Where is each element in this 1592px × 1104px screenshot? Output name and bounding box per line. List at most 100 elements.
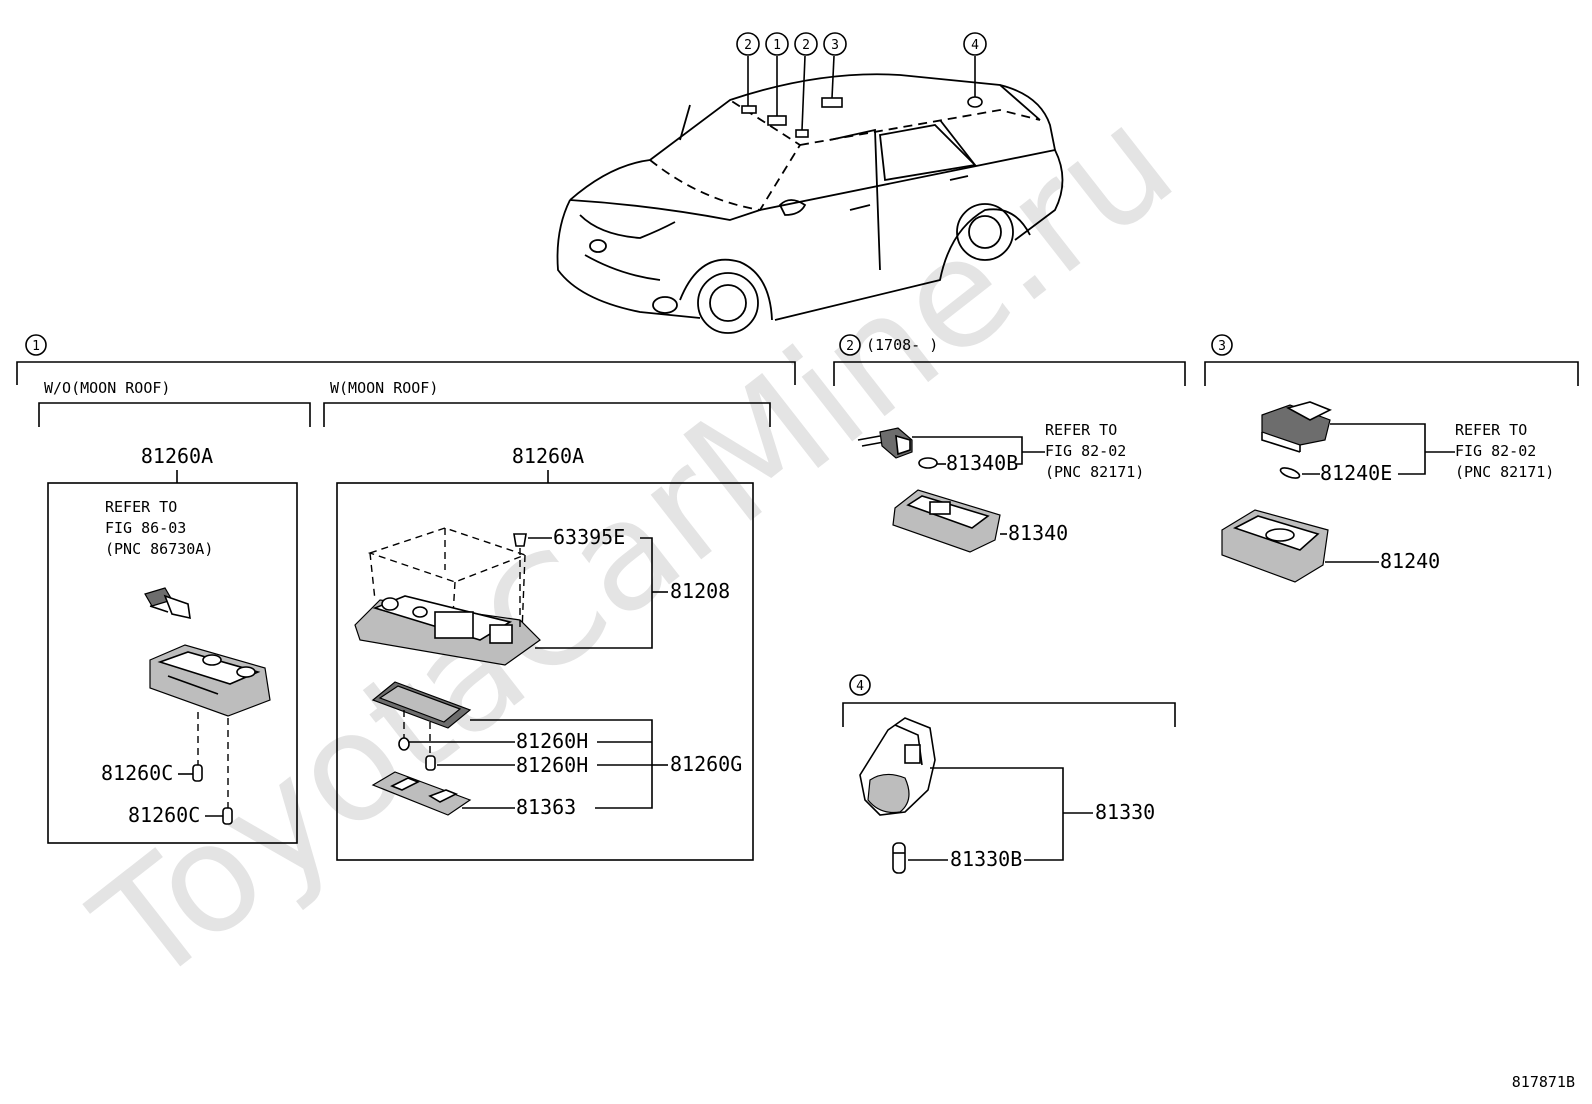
callout-number-4: 4: [971, 38, 979, 53]
car-rear-window: [879, 124, 977, 182]
lamp-position-3: [821, 97, 843, 108]
car-front-arch: [679, 258, 773, 321]
car-mirror: [778, 199, 807, 216]
section-3-refer-line-1: REFER TO: [1455, 421, 1527, 439]
box-a-bulb-1: [192, 764, 203, 782]
box-b-bulb-2: [425, 755, 436, 771]
part-number-81260a-right: 81260A: [512, 444, 584, 468]
section-3: 3 81240E REFER TO FIG 82-02 (PNC 82171) …: [1204, 334, 1579, 583]
section-2-socket-part: [857, 427, 913, 459]
callout-number-1: 1: [773, 38, 781, 53]
part-number-81340b: 81340B: [946, 451, 1018, 475]
section-3-bulb: [1279, 467, 1301, 479]
section-2-refer-line-3: (PNC 82171): [1045, 463, 1144, 481]
bracket-81340b: [912, 436, 1023, 465]
box-b-bulb-1: [398, 737, 410, 751]
car-hood-front: [569, 199, 761, 221]
car-trunk: [999, 84, 1056, 151]
part-number-81260h-1: 81260H: [516, 729, 588, 753]
section-2-refer-line-1: REFER TO: [1045, 421, 1117, 439]
section-2: 2 (1708- ) 81340B REFER TO FIG 82-02 (PN…: [833, 334, 1186, 553]
section-3-socket-part: [1261, 401, 1332, 453]
box-a-refer-line-2: FIG 86-03: [105, 519, 186, 537]
car-c-pillar: [939, 119, 976, 166]
callout-number-2b: 2: [802, 38, 810, 53]
part-number-81260h-2: 81260H: [516, 753, 588, 777]
watermark: ToyotaCarMine.ru: [64, 74, 1205, 1018]
box-b-dashed-sides: [369, 528, 526, 633]
car-roof-dash: [799, 109, 1041, 146]
part-number-81260g: 81260G: [670, 752, 742, 776]
part-number-81363: 81363: [516, 795, 576, 819]
sub-label-wo-moon-roof: W/O(MOON ROOF): [44, 379, 170, 397]
box-a-refer-line-3: (PNC 86730A): [105, 540, 213, 558]
section-4: 4 81330 81330B: [842, 674, 1176, 874]
section-4-marker: [849, 674, 871, 696]
lamp-position-4: [967, 96, 983, 108]
car-b-pillar: [829, 128, 881, 271]
box-b-console-part: [354, 595, 541, 666]
callout-circle-4: [963, 32, 987, 56]
bracket-w-moon-roof: [323, 402, 771, 427]
lamp-position-1: [767, 115, 787, 126]
car-front-wheel: [697, 272, 759, 334]
section-1-marker: [25, 334, 47, 356]
callout-circle-1: [765, 32, 789, 56]
section-3-bracket: [1204, 361, 1579, 386]
section-2-refer-line-2: FIG 82-02: [1045, 442, 1126, 460]
section-4-marker-number: 4: [856, 679, 864, 694]
callout-circle-2b: [794, 32, 818, 56]
section-3-marker: [1211, 334, 1233, 356]
leader-callout-2b: [801, 55, 806, 131]
section-2-bracket: [833, 361, 1186, 386]
callout-number-3: 3: [831, 38, 839, 53]
part-number-81330: 81330: [1095, 800, 1155, 824]
sub-label-w-moon-roof: W(MOON ROOF): [330, 379, 438, 397]
callout-number-2a: 2: [744, 38, 752, 53]
box-a-frame: [47, 482, 298, 844]
car-fog-lamp: [652, 296, 678, 314]
callout-circle-3: [823, 32, 847, 56]
car-grille: [584, 254, 661, 281]
car-headlamp: [579, 214, 676, 239]
part-number-81260a-left: 81260A: [141, 444, 213, 468]
part-number-81330b: 81330B: [950, 847, 1022, 871]
section-3-refer-line-3: (PNC 82171): [1455, 463, 1554, 481]
box-b-frame: [336, 482, 754, 861]
car-front-hub: [709, 284, 747, 322]
box-a-bulb-2: [222, 807, 233, 825]
car-illustration: 2 1 2 3 4: [556, 32, 1064, 334]
section-2-lamp-housing: [892, 489, 1001, 553]
callout-circle-2a: [736, 32, 760, 56]
car-sill: [774, 208, 1031, 321]
section-4-bracket: [842, 702, 1176, 727]
section-4-bulb: [892, 842, 906, 874]
car-rear-wheel: [956, 203, 1014, 261]
section-1: 1 W/O(MOON ROOF) W(MOON ROOF) 81260A REF…: [16, 334, 796, 861]
bracket-81260g: [470, 719, 653, 809]
part-number-81240e: 81240E: [1320, 461, 1392, 485]
car-door-handle-front: [849, 204, 871, 211]
bracket-81208: [535, 537, 653, 649]
box-b-dashed-top: [367, 527, 528, 583]
car-door-handle-rear: [949, 175, 969, 181]
car-roof-line: [649, 73, 1041, 161]
section-2-marker: [839, 334, 861, 356]
part-number-63395e: 63395E: [553, 525, 625, 549]
car-hood-edge: [569, 159, 651, 201]
box-a-connector-part: [144, 587, 191, 620]
car-rear-hub: [968, 215, 1002, 249]
bracket-81330: [930, 767, 1064, 861]
section-1-marker-number: 1: [32, 339, 40, 354]
lamp-position-2b: [795, 129, 809, 138]
leader-callout-3: [831, 55, 835, 99]
box-b-lamp-lens: [371, 681, 472, 729]
part-number-81208: 81208: [670, 579, 730, 603]
section-3-refer-line-2: FIG 82-02: [1455, 442, 1536, 460]
car-emblem: [589, 239, 607, 253]
part-number-81260c-2: 81260C: [128, 803, 200, 827]
section-2-marker-number: 2: [846, 339, 854, 354]
car-belt-line: [759, 148, 1064, 241]
